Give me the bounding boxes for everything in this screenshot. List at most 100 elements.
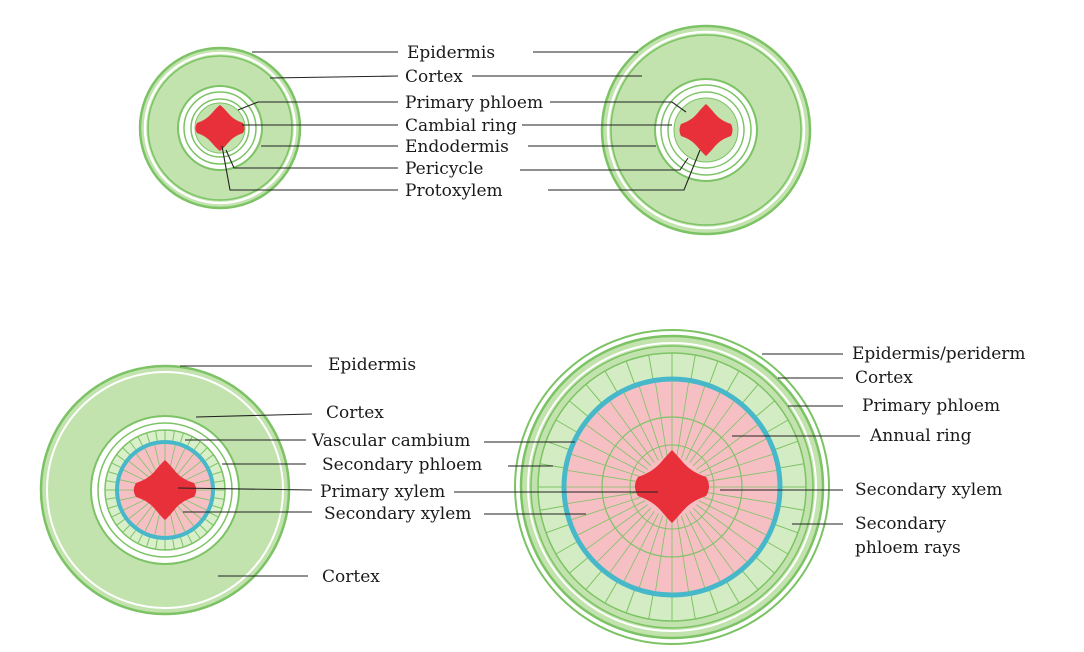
stage4-xylem-ray [609, 511, 655, 574]
stage4-xylem-ray [623, 513, 659, 582]
stage3-phloem-ray [193, 530, 201, 539]
stage3-xylem-ray [173, 448, 186, 473]
stage1-cross-section [138, 46, 302, 210]
stage3-xylem-ray [135, 453, 153, 475]
label-primary-phloem: Primary phloem [405, 93, 543, 113]
stage4-phloem-ray [569, 557, 589, 574]
stage3-phloem-ray [187, 534, 193, 544]
stage4-phloem-ray [780, 463, 805, 469]
label-pericycle: Pericycle [405, 159, 483, 179]
stage4-xylem-ray [692, 411, 748, 467]
stage4-xylem-ray [638, 515, 664, 588]
stage3-xylem-ray [128, 502, 150, 520]
leader-s1-protoxylem [221, 145, 398, 191]
stage3-phloem-ray [209, 462, 219, 468]
stage4-xylem-ray [585, 504, 648, 550]
stage3-phloem-ray [146, 432, 150, 443]
stage4-phloem-ray [604, 582, 618, 604]
stage1-xylem-core [195, 105, 245, 151]
label-annual-ring: Annual ring [869, 426, 972, 446]
stage4-xylem-ray [685, 513, 721, 582]
stage3-primary-xylem [133, 460, 197, 520]
stage4-xylem-ray [567, 470, 643, 483]
stage4-xylem-ray [655, 382, 668, 458]
stage4-phloem-ray [690, 354, 696, 379]
stage4-xylem-ray [689, 511, 735, 574]
label-endodermis: Endodermis [405, 137, 509, 157]
stage3-phloem-ray [122, 447, 130, 455]
leader-s3-cortex [195, 413, 313, 418]
stage4-phloem-ray [767, 541, 789, 555]
stage3-phloem-ray [155, 430, 158, 441]
label-primary-xylem: Primary xylem [320, 482, 445, 502]
stage3-phloem-ray [205, 454, 214, 462]
stage4-phloem-ray [555, 541, 577, 555]
stage4-xylem-ray [571, 453, 644, 479]
stage3-phloem-ray [209, 512, 219, 518]
stage4-phloem-ray [767, 419, 789, 433]
label-s3-cortex: Cortex [326, 403, 384, 423]
stage4-phloem-ray [755, 400, 775, 417]
label-protoxylem: Protoxylem [405, 181, 503, 201]
stage4-xylem-ray [577, 500, 646, 536]
stage4-xylem-ray [696, 424, 759, 470]
stage3-cross-section [39, 364, 291, 616]
stage3-xylem-ray [144, 448, 157, 473]
stage4-phloem-ray [726, 582, 740, 604]
stage4-phloem-ray [555, 419, 577, 433]
stage4-xylem-ray [692, 507, 748, 563]
stage4-xylem-ray [700, 495, 773, 521]
stage4-xylem-ray [655, 516, 668, 592]
stage3-phloem-ray [105, 480, 116, 483]
stage3-phloem-ray [214, 497, 225, 500]
stage3-phloem-ray [107, 471, 118, 475]
stage3-xylem-ray [180, 460, 202, 478]
stage4-xylem-ray [696, 504, 759, 550]
stage3-xylem-ray [123, 498, 148, 511]
stage3-phloem-ray [212, 505, 223, 509]
stage4-phloem-ray [585, 570, 602, 590]
stage3-phloem-ray [129, 530, 137, 539]
stage4-xylem-ray [676, 516, 689, 592]
stage3-xylem-ray [177, 453, 195, 475]
stage4-phloem-ray [545, 440, 569, 450]
stage3-phloem-ray [180, 537, 184, 548]
stage3-phloem-ray [212, 471, 223, 475]
stage3-xylem-ray [182, 498, 207, 511]
stage4-xylem-ray [698, 438, 767, 474]
stage4-xylem-ray [701, 491, 777, 504]
stage4-phloem-ray [545, 524, 569, 534]
stage4-phloem-ray [775, 440, 799, 450]
stage2-cross-section [600, 24, 812, 236]
label-s3-secondary-xylem: Secondary xylem [324, 504, 471, 524]
stage3-phloem-ray [180, 432, 184, 443]
label-phloem-rays: phloem rays [855, 538, 961, 558]
stage4-phloem-ray [625, 360, 635, 384]
stage4-phloem-ray [648, 354, 654, 379]
label-epidermis-periderm: Epidermis/periderm [852, 344, 1026, 364]
label-cortex: Cortex [405, 67, 463, 87]
stage3-phloem-ray [137, 436, 143, 446]
stage3-phloem-ray [200, 447, 208, 455]
stage3-xylem-ray [144, 507, 157, 532]
label-cambial-ring: Cambial ring [405, 116, 517, 136]
label-s4-primary-phloem: Primary phloem [862, 396, 1000, 416]
stage4-phloem-ray [709, 360, 719, 384]
stage1-cortex-edge [147, 55, 293, 201]
stage3-phloem-ray [116, 518, 125, 526]
stage3-phloem-rays [105, 430, 225, 550]
label-secondary: Secondary [855, 514, 947, 534]
stage3-xylem-ray [173, 507, 186, 532]
stage3-phloem-ray [200, 525, 208, 533]
stage3-phloem-ray [107, 505, 118, 509]
labels: Epidermis Cortex Primary phloem Cambial … [311, 43, 1026, 587]
stage4-phloem-ray [690, 595, 696, 620]
label-s4-secondary-xylem: Secondary xylem [855, 480, 1002, 500]
stage3-phloem-ray [205, 518, 214, 526]
stage3-phloem-ray [155, 539, 158, 550]
stage4-xylem-ray [577, 438, 646, 474]
stage4-phloem-ray [648, 595, 654, 620]
stage3-phloem-ray [137, 534, 143, 544]
